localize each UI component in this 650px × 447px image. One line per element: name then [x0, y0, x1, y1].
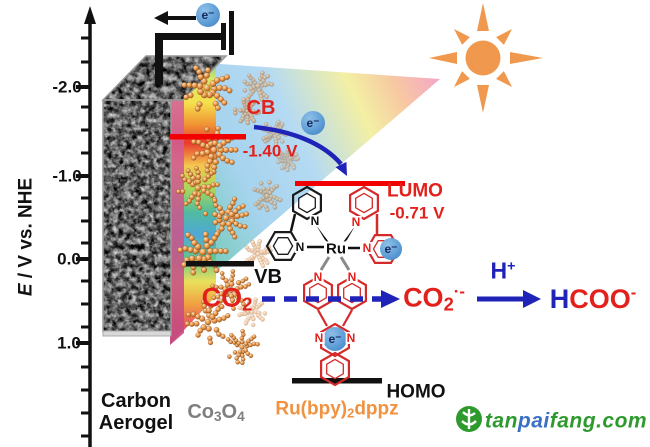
n-atom-label: N: [361, 241, 373, 255]
n-atom-label: N: [313, 331, 325, 345]
tick-minus-1: -1.0: [52, 166, 82, 186]
excited-electron-badge: e⁻: [301, 111, 325, 135]
carbon-aerogel-label-1: Carbon: [101, 390, 171, 412]
n-atom-label: N: [309, 214, 321, 228]
homo-level-line: [292, 378, 382, 384]
co2-label: CO2: [202, 284, 253, 313]
vb-level-line: [186, 261, 254, 267]
light-beam: [191, 62, 440, 293]
dppz-electron-badge: e⁻: [323, 327, 347, 351]
cb-label: CB: [246, 97, 276, 119]
carbon-aerogel-block: [101, 55, 228, 337]
proton-sup: +: [507, 258, 516, 275]
radical-sub: 2: [443, 293, 454, 315]
radical-sup: ·-: [453, 281, 465, 301]
ru-atom-label: Ru: [325, 240, 347, 258]
cobalt-oxide-nanoparticles: [176, 65, 301, 366]
watermark-fang: fang.com: [549, 409, 648, 433]
tick-plus-1: 1.0: [57, 333, 81, 353]
rainbow-strip: [170, 59, 216, 345]
axis-title: E / V vs. NHE: [15, 177, 37, 297]
watermark-pai: pai: [517, 409, 550, 433]
n-atom-label: N: [346, 270, 358, 284]
axis-arrowhead: [84, 6, 96, 24]
vb-label: VB: [254, 266, 282, 288]
lumo-label: LUMO: [387, 180, 443, 202]
cb-potential: -1.40 V: [242, 141, 298, 161]
ru-complex-label: Ru(bpy)2dppz: [275, 400, 398, 421]
cobalt-o: O: [221, 401, 238, 424]
sun-icon: [429, 3, 543, 113]
potential-axis: [76, 6, 96, 447]
tick-minus-2: -2.0: [52, 77, 82, 97]
cobalt-oxide-label: Co3O4: [187, 402, 244, 424]
n-atom-label: N: [294, 240, 306, 254]
proton-main: H: [490, 257, 508, 284]
co2-main: CO: [201, 282, 243, 313]
bipyridine-electron-badge: e⁻: [380, 238, 402, 260]
cobalt-sub1: 3: [213, 409, 222, 425]
tick-zero: 0.0: [57, 249, 81, 269]
co2-radical-label: CO2·-: [403, 281, 465, 315]
proton-label: H+: [491, 259, 516, 282]
ru-complex-structure: [265, 185, 401, 387]
axis-title-e: E: [15, 283, 37, 297]
hcoo-sup: -: [630, 283, 637, 303]
protonation-arrow: [477, 290, 541, 308]
circuit-wire: [154, 11, 234, 85]
n-atom-label: N: [345, 331, 357, 345]
homo-label: HOMO: [386, 381, 446, 403]
hcoo-h: H: [549, 283, 570, 314]
tanpaifang-logo: [456, 406, 482, 432]
n-atom-label: N: [312, 270, 324, 284]
cobalt-main: Co: [187, 401, 214, 424]
n-atom-label: N: [350, 215, 362, 229]
ru-complex-sub: 2: [347, 405, 355, 421]
cb-level-line: [170, 134, 246, 140]
electron-flow-arrow: [154, 11, 168, 25]
circuit-electron-badge: e⁻: [196, 3, 220, 27]
cobalt-sub2: 4: [237, 409, 245, 425]
hcoo-label: HCOO-: [549, 283, 637, 314]
watermark-tan: tan: [484, 409, 518, 433]
ru-complex-tail: dppz: [354, 398, 399, 420]
lumo-potential: -0.71 V: [389, 203, 445, 223]
radical-main: CO: [403, 282, 444, 313]
electron-transfer-arrow: [253, 124, 347, 176]
hcoo-coo: COO: [569, 283, 631, 314]
axis-title-rest: / V vs. NHE: [15, 177, 37, 284]
co2-sub: 2: [242, 293, 253, 315]
lumo-level-line: [295, 181, 405, 186]
carbon-aerogel-label-2: Aerogel: [98, 412, 174, 434]
co2-activation-arrow: [262, 290, 400, 308]
ru-complex-bonds: [289, 213, 379, 327]
watermark-link[interactable]: tanpaifang.com: [485, 411, 647, 432]
ru-complex-main: Ru(bpy): [275, 398, 348, 420]
